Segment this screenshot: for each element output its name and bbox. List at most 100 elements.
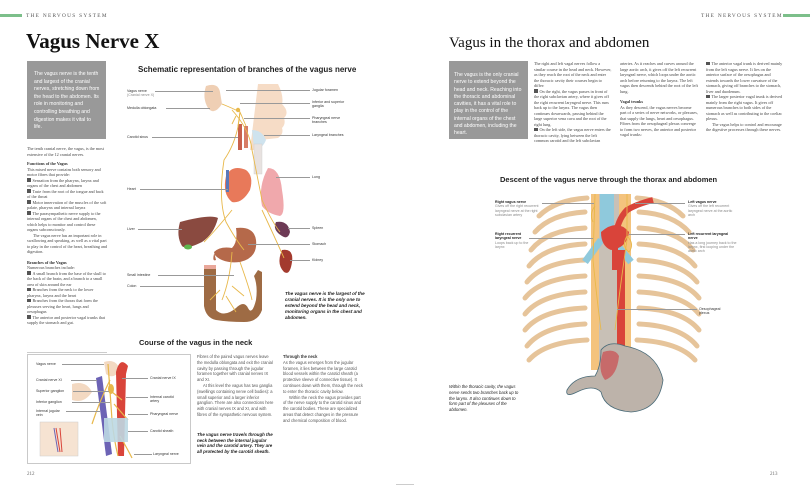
thorax-caption: Within the thoracic cavity, the vagus ne… xyxy=(449,384,519,413)
section-accent-bar xyxy=(783,14,810,17)
label-spleen: Spleen xyxy=(312,226,324,230)
body-text-column-3: The anterior vagal trunk is derived main… xyxy=(706,61,784,133)
neck-label-superior-ganglion: Superior ganglion xyxy=(36,389,65,393)
body-text-column-1: The right and left vagal nerves follow a… xyxy=(534,61,612,144)
neck-label-cranial-nerve-ix: Cranial nerve IX xyxy=(150,376,176,380)
label-heart: Heart xyxy=(127,187,136,191)
through-the-neck-heading: Through the neck xyxy=(283,354,318,359)
label-jugular-foramen: Jugular foramen xyxy=(312,88,338,92)
bullet-item: The anterior vagal trunk is derived main… xyxy=(706,61,783,94)
bullet-square-icon xyxy=(534,127,538,131)
body-paragraph: arteries. As it reaches and curves aroun… xyxy=(620,61,698,94)
leader-line xyxy=(617,309,697,310)
bullet-square-icon xyxy=(534,89,538,93)
leader-line xyxy=(290,260,310,261)
bullet-square-icon xyxy=(27,271,31,275)
vagal-trunks-heading: Vagal trunks xyxy=(620,99,644,104)
bullet-square-icon xyxy=(27,178,31,182)
neck-section-title: Course of the vagus in the neck xyxy=(139,338,253,347)
page-title: Vagus Nerve X xyxy=(26,29,160,53)
label-lung: Lung xyxy=(312,175,320,179)
bullet-square-icon xyxy=(27,298,31,302)
left-page: THE NERVOUS SYSTEM Vagus Nerve X The vag… xyxy=(0,13,365,477)
neck-label-pharyngeal-nerve: Pharyngeal nerve xyxy=(150,412,179,416)
functions-heading: Functions of the Vagus xyxy=(27,161,68,166)
branch-item: The anterior and posterior vagal trunks … xyxy=(27,314,106,325)
bullet-item: On the left side, the vagus nerve enters… xyxy=(534,127,611,143)
body-text-column: The tenth cranial nerve, the vagus, is t… xyxy=(27,146,107,326)
leader-line xyxy=(138,229,182,230)
leader-line xyxy=(542,203,594,204)
body-paragraph: As they descend, the vagus nerves become… xyxy=(620,104,698,138)
label-stomach: Stomach xyxy=(312,242,327,246)
label-carotid-sinus: Carotid sinus xyxy=(127,135,148,139)
branch-item: A small branch from the base of the skul… xyxy=(27,270,106,287)
neck-paragraph: Fibres of the paired vagus nerves leave … xyxy=(197,354,273,383)
neck-label-laryngeal-nerve: Laryngeal nerve xyxy=(153,452,179,456)
right-page: THE NERVOUS SYSTEM Vagus in the thorax a… xyxy=(405,0,810,490)
leader-line xyxy=(122,378,148,379)
function-item: Taste from the root of the tongue and ba… xyxy=(27,188,104,199)
opening-paragraph: The tenth cranial nerve, the vagus, is t… xyxy=(27,146,104,157)
branch-item: Branches from the thorax that form the p… xyxy=(27,298,98,314)
function-item: The parasympathetic nerve supply to the … xyxy=(27,210,101,232)
neck-label-carotid-sheath: Carotid sheath xyxy=(150,429,174,433)
leader-line xyxy=(166,108,210,109)
neck-paragraph: Within the neck the vagus provides part … xyxy=(283,394,362,423)
label-vagus-nerve: Vagus nerve(Cranial nerve X) xyxy=(127,89,155,98)
function-item: Sensation from the pharynx, larynx and o… xyxy=(27,177,99,188)
leader-line xyxy=(71,380,97,381)
intro-box: The vagus is the only cranial nerve to e… xyxy=(449,61,528,139)
thorax-illustration xyxy=(522,193,702,413)
label-liver: Liver xyxy=(127,227,135,231)
body-text-column-2: arteries. As it reaches and curves aroun… xyxy=(620,61,698,138)
leader-line xyxy=(140,286,204,287)
label-medulla-oblongata: Medulla oblongata xyxy=(127,106,157,110)
column-rule xyxy=(27,352,107,353)
leader-line xyxy=(152,137,238,138)
leader-line xyxy=(226,90,310,91)
neck-paragraph: At this level the vagus has two ganglia … xyxy=(197,382,274,417)
bullet-item: The larger posterior vagal trunk is deri… xyxy=(706,94,783,121)
leader-line xyxy=(155,91,213,92)
leader-line xyxy=(635,203,685,204)
leader-line xyxy=(72,402,110,403)
label-colon: Colon xyxy=(127,284,137,288)
schematic-figure-title: Schematic representation of branches of … xyxy=(138,65,357,74)
neck-label-vagus-nerve: Vagus nerve xyxy=(36,362,56,366)
neck-illustration xyxy=(39,361,133,459)
leader-line xyxy=(240,103,310,104)
leader-line xyxy=(248,244,310,245)
branches-intro: Numerous branches include: xyxy=(27,265,75,270)
leader-line xyxy=(128,431,148,432)
leader-line xyxy=(244,118,310,119)
intro-box: The vagus nerve is the tenth and largest… xyxy=(27,61,106,139)
bullet-square-icon xyxy=(27,287,31,291)
schematic-illustration xyxy=(178,84,293,322)
leader-line xyxy=(134,454,152,455)
leader-line xyxy=(66,411,100,412)
leader-line xyxy=(128,414,148,415)
page-number: 213 xyxy=(770,472,778,477)
neck-label-cranial-nerve-xi: Cranial nerve XI xyxy=(36,378,62,382)
leader-line xyxy=(264,135,310,136)
functions-closing: The vagus nerve has an important role in… xyxy=(27,232,108,255)
neck-text-column-2: Through the neck As the vagus emerges fr… xyxy=(283,354,363,424)
leader-line xyxy=(288,228,310,229)
leader-line xyxy=(73,391,109,392)
leader-line xyxy=(276,177,310,178)
neck-paragraph: As the vagus emerges from the jugular fo… xyxy=(283,359,363,394)
book-gutter xyxy=(396,484,414,485)
page-number: 212 xyxy=(27,472,35,477)
bullet-square-icon xyxy=(27,189,31,193)
bullet-item: On the right, the vagus passes in front … xyxy=(534,88,610,127)
branch-item: Branches from the neck to the lower phar… xyxy=(27,287,94,298)
